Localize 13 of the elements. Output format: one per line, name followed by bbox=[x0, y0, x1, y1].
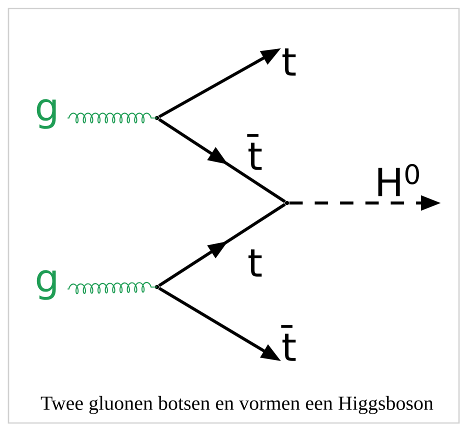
particle-label: t bbox=[282, 48, 296, 76]
vertex bbox=[284, 200, 290, 206]
vertex bbox=[154, 116, 160, 120]
particle-label: t̄ bbox=[281, 325, 296, 361]
edge-label: t bbox=[248, 249, 262, 277]
arrow bbox=[158, 203, 286, 287]
arrow bbox=[158, 118, 286, 203]
vertex bbox=[154, 284, 160, 290]
particle-label: g bbox=[36, 270, 56, 300]
particle-label: g bbox=[36, 99, 56, 129]
caption: Twee gluonen botsen en vormen een Higgsboson bbox=[40, 396, 434, 414]
particle-label: H$^{0}$ bbox=[378, 164, 419, 196]
edge-label: t̄ bbox=[247, 134, 262, 170]
